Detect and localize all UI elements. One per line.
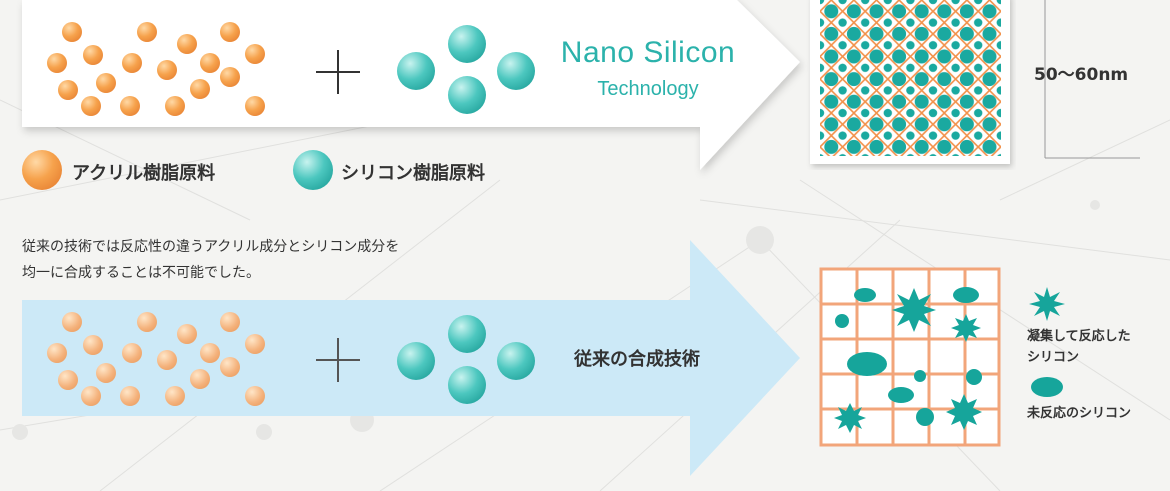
acrylic-particle <box>245 44 265 64</box>
acrylic-particle <box>83 45 103 65</box>
silicone-particle <box>448 366 486 404</box>
acrylic-particle <box>177 324 197 344</box>
silicone-particle <box>397 52 435 90</box>
acrylic-particle <box>200 343 220 363</box>
acrylic-particle <box>137 312 157 332</box>
acrylic-particle <box>62 22 82 42</box>
silicone-particle <box>397 342 435 380</box>
aggregated-label-line-2: シリコン <box>1027 350 1080 365</box>
unreacted-silicone-legend-icon <box>1031 377 1063 397</box>
acrylic-particle <box>200 53 220 73</box>
acrylic-legend-label: アクリル樹脂原料 <box>72 163 216 184</box>
silicone-particle <box>497 342 535 380</box>
acrylic-particle <box>47 343 67 363</box>
acrylic-particle <box>83 335 103 355</box>
description-line-2: 均一に合成することは不可能でした。 <box>22 265 260 281</box>
acrylic-particle <box>81 386 101 406</box>
acrylic-particle <box>220 357 240 377</box>
acrylic-particle <box>47 53 67 73</box>
acrylic-particle <box>165 96 185 116</box>
acrylic-particle <box>122 343 142 363</box>
acrylic-particle <box>122 53 142 73</box>
acrylic-particle <box>81 96 101 116</box>
silicone-particle <box>448 76 486 114</box>
unreacted-silicone-legend-label: 未反応のシリコン <box>1027 406 1132 421</box>
acrylic-particle <box>58 80 78 100</box>
acrylic-particle <box>190 79 210 99</box>
silicone-particle <box>497 52 535 90</box>
aggregated-silicone-legend-icon <box>1029 287 1065 321</box>
description-line-1: 従来の技術では反応性の違うアクリル成分とシリコン成分を <box>22 239 400 255</box>
nano-lattice-diagram <box>810 0 1010 164</box>
acrylic-particle <box>220 22 240 42</box>
silicone-particle <box>448 25 486 63</box>
acrylic-particle <box>245 334 265 354</box>
conventional-grid-diagram <box>819 267 1001 447</box>
nano-silicon-title: Nano Silicon <box>560 36 736 69</box>
silicone-particle <box>448 315 486 353</box>
silicone-legend-icon <box>293 150 333 190</box>
acrylic-particle <box>58 370 78 390</box>
acrylic-legend-icon <box>22 150 62 190</box>
acrylic-particle <box>120 96 140 116</box>
acrylic-particle <box>137 22 157 42</box>
silicone-legend-label: シリコン樹脂原料 <box>341 163 485 184</box>
plus-icon <box>316 50 360 94</box>
acrylic-particle <box>245 96 265 116</box>
acrylic-particle <box>96 363 116 383</box>
plus-icon <box>316 338 360 382</box>
acrylic-particle <box>157 60 177 80</box>
acrylic-particle <box>120 386 140 406</box>
acrylic-particle <box>245 386 265 406</box>
acrylic-particle <box>165 386 185 406</box>
nano-silicon-subtitle: Technology <box>597 78 699 100</box>
aggregated-label-line-1: 凝集して反応した <box>1027 329 1131 344</box>
particle-size-label: 50〜60nm <box>1034 65 1129 85</box>
acrylic-particle <box>62 312 82 332</box>
acrylic-particle <box>96 73 116 93</box>
acrylic-particle <box>220 67 240 87</box>
dimension-bracket <box>1044 0 1140 159</box>
acrylic-particle <box>220 312 240 332</box>
conventional-synthesis-label: 従来の合成技術 <box>574 349 700 370</box>
acrylic-particle <box>157 350 177 370</box>
aggregated-silicone-legend-label: 凝集して反応した シリコン <box>1027 326 1131 368</box>
acrylic-particle <box>190 369 210 389</box>
acrylic-particle <box>177 34 197 54</box>
